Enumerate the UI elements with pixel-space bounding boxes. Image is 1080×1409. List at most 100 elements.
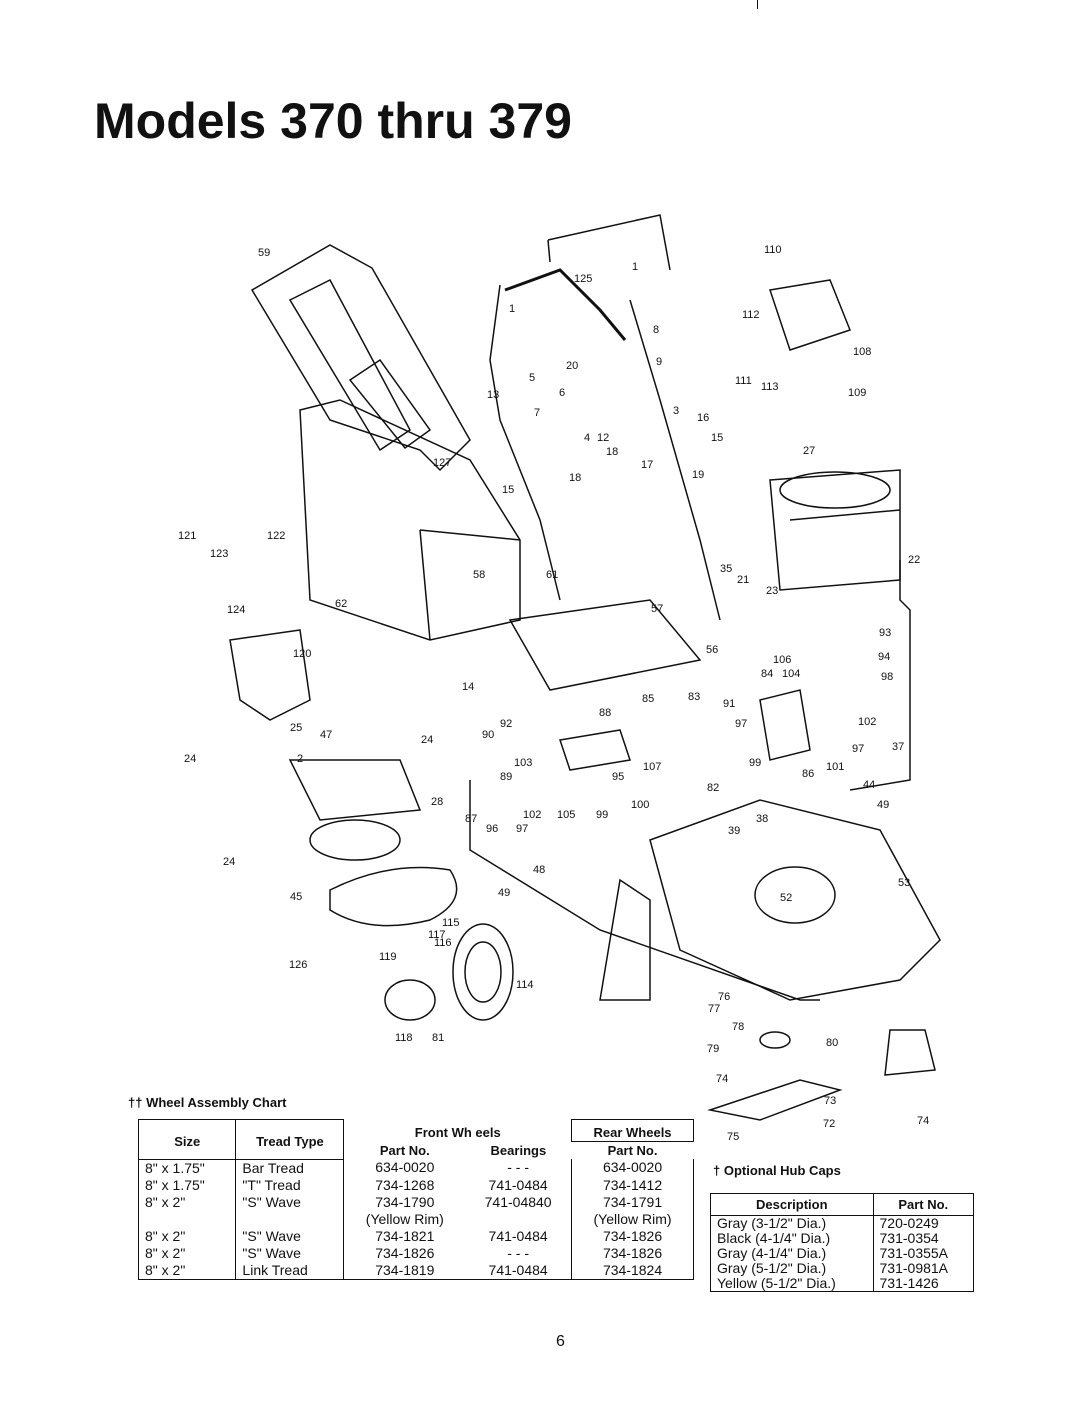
svg-text:44: 44 bbox=[863, 779, 875, 791]
tread-cell: "S" Wave bbox=[235, 1193, 344, 1211]
svg-text:122: 122 bbox=[267, 530, 285, 542]
tread-cell: Bar Tread bbox=[235, 1159, 344, 1177]
svg-text:97: 97 bbox=[516, 823, 528, 835]
svg-text:72: 72 bbox=[823, 1118, 835, 1130]
svg-text:19: 19 bbox=[692, 469, 704, 481]
size-cell: 8" x 1.75" bbox=[137, 1159, 236, 1177]
corner-tick-mark bbox=[757, 0, 758, 9]
table-row: (Yellow Rim)(Yellow Rim) bbox=[137, 1210, 694, 1228]
svg-text:93: 93 bbox=[879, 627, 891, 639]
tread-cell: "T" Tread bbox=[235, 1176, 344, 1194]
front-part-cell: 734-1826 bbox=[343, 1244, 466, 1262]
svg-text:87: 87 bbox=[465, 813, 477, 825]
svg-text:59: 59 bbox=[258, 247, 270, 259]
svg-text:49: 49 bbox=[877, 799, 889, 811]
svg-text:126: 126 bbox=[289, 959, 307, 971]
front-part-cell: 634-0020 bbox=[343, 1159, 466, 1177]
svg-text:52: 52 bbox=[780, 892, 792, 904]
rear-part-cell: 634-0020 bbox=[571, 1159, 694, 1177]
table-row: Black (4-1/4" Dia.)731-0354 bbox=[710, 1231, 974, 1246]
svg-text:105: 105 bbox=[557, 809, 575, 821]
column-header-part-no: Part No. bbox=[873, 1193, 974, 1216]
size-cell: 8" x 2" bbox=[137, 1227, 236, 1245]
column-header-size: Size bbox=[137, 1119, 237, 1160]
svg-text:108: 108 bbox=[853, 346, 871, 358]
bearings-cell: 741-0484 bbox=[488, 1227, 548, 1244]
blade-adapter bbox=[759, 1031, 791, 1049]
table-row: Gray (4-1/4" Dia.)731-0355A bbox=[710, 1246, 974, 1261]
svg-text:39: 39 bbox=[728, 825, 740, 837]
svg-text:8: 8 bbox=[653, 324, 659, 336]
engine bbox=[769, 469, 901, 591]
front-part-cell: 734-1268 bbox=[343, 1176, 466, 1194]
svg-text:121: 121 bbox=[178, 530, 196, 542]
front-part-cell: 734-1819 bbox=[343, 1261, 466, 1280]
svg-text:96: 96 bbox=[486, 823, 498, 835]
svg-text:106: 106 bbox=[773, 654, 791, 666]
column-header-rear-wheels: Rear Wheels bbox=[571, 1119, 694, 1142]
svg-text:95: 95 bbox=[612, 771, 624, 783]
rear-part-cell: 734-1791 bbox=[571, 1193, 694, 1211]
svg-text:49: 49 bbox=[498, 887, 510, 899]
svg-text:102: 102 bbox=[858, 716, 876, 728]
svg-text:3: 3 bbox=[673, 405, 679, 417]
table-row: Gray (3-1/2" Dia.)720-0249 bbox=[710, 1215, 974, 1231]
bearings-cell: 741-0484 bbox=[465, 1261, 572, 1280]
svg-text:48: 48 bbox=[533, 864, 545, 876]
svg-text:110: 110 bbox=[764, 244, 782, 256]
svg-text:112: 112 bbox=[742, 309, 760, 321]
svg-text:74: 74 bbox=[917, 1115, 929, 1127]
column-header-bearings: Bearings bbox=[490, 1142, 547, 1158]
svg-text:100: 100 bbox=[631, 799, 649, 811]
svg-text:115: 115 bbox=[442, 917, 460, 929]
bearings-cell bbox=[465, 1211, 571, 1228]
column-header-description: Description bbox=[710, 1193, 874, 1216]
tread-cell: "S" Wave bbox=[235, 1227, 344, 1245]
svg-text:99: 99 bbox=[749, 757, 761, 769]
svg-text:78: 78 bbox=[732, 1021, 744, 1033]
size-cell: 8" x 2" bbox=[137, 1244, 236, 1262]
svg-text:38: 38 bbox=[756, 813, 768, 825]
svg-text:20: 20 bbox=[566, 360, 578, 372]
svg-text:35: 35 bbox=[720, 563, 732, 575]
svg-text:80: 80 bbox=[826, 1037, 838, 1049]
svg-text:82: 82 bbox=[707, 782, 719, 794]
upper-handle bbox=[547, 214, 671, 271]
svg-text:2: 2 bbox=[297, 753, 303, 765]
part-no-cell: 731-1426 bbox=[879, 1275, 939, 1291]
svg-text:24: 24 bbox=[223, 856, 235, 868]
svg-text:123: 123 bbox=[210, 548, 228, 560]
front-part-cell: 734-1821 bbox=[343, 1227, 466, 1245]
svg-text:61: 61 bbox=[546, 569, 558, 581]
svg-text:17: 17 bbox=[641, 459, 653, 471]
description-cell: Gray (5-1/2" Dia.) bbox=[710, 1261, 874, 1276]
svg-text:89: 89 bbox=[500, 771, 512, 783]
svg-text:83: 83 bbox=[688, 691, 700, 703]
svg-text:113: 113 bbox=[761, 381, 779, 393]
svg-text:18: 18 bbox=[606, 446, 618, 458]
svg-text:57: 57 bbox=[651, 603, 663, 615]
svg-text:98: 98 bbox=[881, 671, 893, 683]
svg-text:102: 102 bbox=[523, 809, 541, 821]
svg-text:94: 94 bbox=[878, 651, 890, 663]
svg-text:125: 125 bbox=[574, 273, 592, 285]
rear-part-cell: 734-1826 bbox=[571, 1244, 694, 1262]
svg-text:111: 111 bbox=[735, 375, 752, 387]
description-cell: Black (4-1/4" Dia.) bbox=[710, 1231, 874, 1246]
mower-deck bbox=[649, 799, 941, 1001]
table-row: Gray (5-1/2" Dia.)731-0981A bbox=[710, 1261, 974, 1276]
svg-text:92: 92 bbox=[500, 718, 512, 730]
svg-text:101: 101 bbox=[826, 761, 844, 773]
page-number: 6 bbox=[556, 1333, 565, 1350]
svg-text:28: 28 bbox=[431, 796, 443, 808]
svg-text:1: 1 bbox=[509, 303, 515, 315]
mower-blade bbox=[707, 1079, 843, 1121]
bearings-cell: 741-0484 bbox=[488, 1176, 548, 1193]
svg-text:24: 24 bbox=[421, 734, 433, 746]
svg-text:6: 6 bbox=[559, 387, 565, 399]
